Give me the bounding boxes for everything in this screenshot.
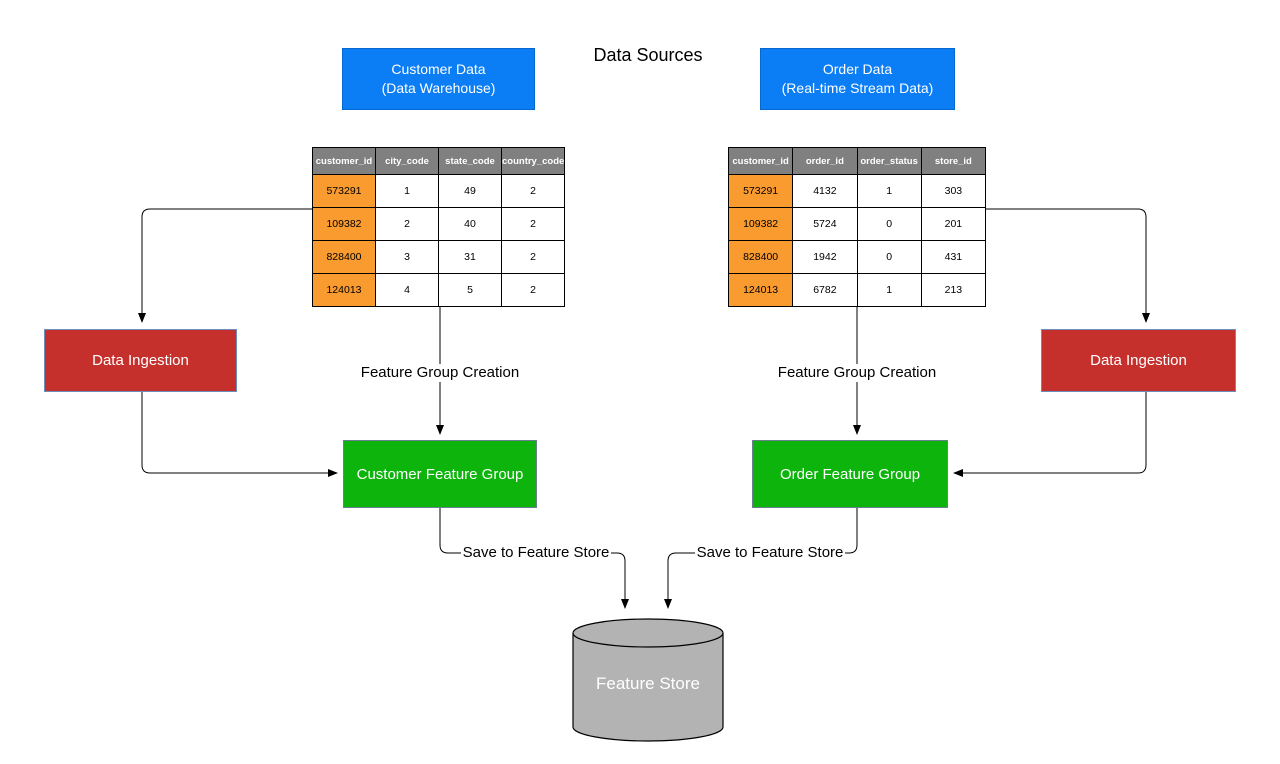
save-to-feature-store-left-label: Save to Feature Store — [461, 544, 611, 562]
diagram-title: Data Sources — [593, 45, 703, 65]
column-header: city_code — [375, 147, 439, 175]
table-cell: 2 — [501, 174, 565, 208]
table-cell: 109382 — [312, 207, 376, 241]
database-cylinder-icon — [572, 618, 724, 742]
column-header: order_id — [792, 147, 858, 175]
table-cell: 1 — [856, 273, 922, 307]
table-cell: 5 — [438, 273, 502, 307]
table-cell: 213 — [920, 273, 987, 307]
column-header: customer_id — [727, 147, 794, 175]
customer-feature-group-node: Customer Feature Group — [343, 440, 537, 508]
table-cell: 124013 — [312, 273, 376, 307]
table-cell: 4132 — [792, 174, 858, 208]
table-cell: 201 — [920, 207, 987, 241]
feature-store-node: Feature Store — [572, 618, 724, 742]
customer-data-source-node: Customer Data (Data Warehouse) — [342, 48, 535, 110]
data-ingestion-left-node: Data Ingestion — [44, 329, 237, 392]
column-header: order_status — [856, 147, 922, 175]
column-header: customer_id — [312, 147, 376, 175]
table-cell: 1 — [375, 174, 439, 208]
customer-data-source-label-line1: Customer Data — [391, 61, 486, 78]
table-cell: 1 — [856, 174, 922, 208]
edge-customer-table-to-ingestion-left — [138, 208, 312, 323]
feature-group-creation-left-label: Feature Group Creation — [352, 364, 528, 382]
edge-ingestion-right-to-order-feature-group — [953, 392, 1147, 477]
table-cell: 124013 — [727, 273, 794, 307]
feature-group-creation-right-label: Feature Group Creation — [769, 364, 945, 382]
column-header: store_id — [920, 147, 987, 175]
table-cell: 109382 — [727, 207, 794, 241]
table-cell: 573291 — [312, 174, 376, 208]
customer-data-source-label-line2: (Data Warehouse) — [381, 80, 496, 96]
table-cell: 6782 — [792, 273, 858, 307]
edge-order-table-to-ingestion-right — [986, 208, 1150, 323]
table-cell: 303 — [920, 174, 987, 208]
edge-ingestion-left-to-customer-feature-group — [141, 392, 338, 477]
order-data-source-node: Order Data (Real-time Stream Data) — [760, 48, 955, 110]
table-cell: 3 — [375, 240, 439, 274]
table-cell: 2 — [501, 207, 565, 241]
table-cell: 828400 — [312, 240, 376, 274]
order-data-source-label-line2: (Real-time Stream Data) — [781, 80, 934, 96]
table-cell: 40 — [438, 207, 502, 241]
data-ingestion-right-label: Data Ingestion — [1090, 352, 1187, 369]
table-cell: 0 — [856, 240, 922, 274]
customer-feature-group-label: Customer Feature Group — [356, 465, 524, 483]
table-cell: 573291 — [727, 174, 794, 208]
column-header: country_code — [501, 147, 565, 175]
table-cell: 1942 — [792, 240, 858, 274]
table-cell: 828400 — [727, 240, 794, 274]
table-cell: 2 — [501, 240, 565, 274]
table-cell: 4 — [375, 273, 439, 307]
table-cell: 31 — [438, 240, 502, 274]
feature-store-label: Feature Store — [596, 674, 700, 693]
save-to-feature-store-right-label: Save to Feature Store — [695, 544, 845, 562]
order-feature-group-label: Order Feature Group — [779, 465, 921, 483]
table-cell: 431 — [920, 240, 987, 274]
column-header: state_code — [438, 147, 502, 175]
table-cell: 2 — [501, 273, 565, 307]
table-cell: 5724 — [792, 207, 858, 241]
order-data-source-label-line1: Order Data — [822, 61, 893, 78]
data-ingestion-right-node: Data Ingestion — [1041, 329, 1236, 392]
order-feature-group-node: Order Feature Group — [752, 440, 948, 508]
table-cell: 0 — [856, 207, 922, 241]
table-cell: 2 — [375, 207, 439, 241]
table-cell: 49 — [438, 174, 502, 208]
data-ingestion-left-label: Data Ingestion — [92, 352, 189, 369]
